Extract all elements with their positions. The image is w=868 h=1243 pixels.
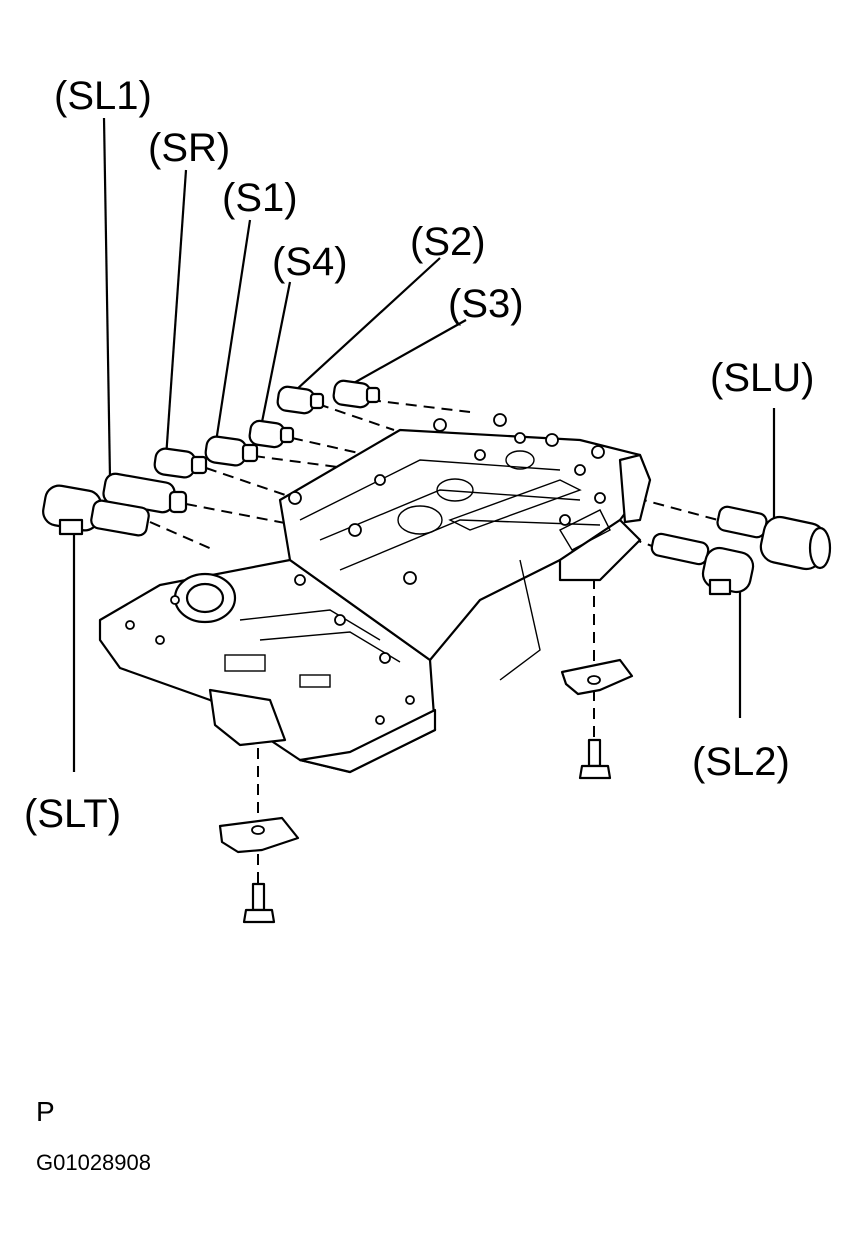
solenoid-s1 (204, 435, 259, 467)
solenoid-sr (153, 447, 208, 479)
label-sr: (SR) (148, 126, 231, 170)
solenoid-sl2 (650, 532, 755, 596)
leader-lines (72, 117, 776, 772)
label-slt: (SLT) (24, 792, 122, 836)
solenoid-slt (42, 484, 150, 537)
valve-body (98, 413, 652, 774)
label-sl1: (SL1) (54, 74, 152, 118)
bracket-right (560, 658, 634, 696)
label-s3: (S3) (448, 282, 524, 326)
bracket-left (218, 816, 300, 854)
label-sl2: (SL2) (692, 740, 790, 784)
bolt-right (578, 738, 612, 780)
solenoid-s2 (276, 385, 325, 415)
label-slu: (SLU) (710, 356, 815, 400)
label-s4: (S4) (272, 240, 348, 284)
solenoid-s4 (248, 419, 295, 449)
solenoid-sl1 (102, 472, 188, 514)
figure-id: G01028908 (36, 1150, 151, 1175)
label-s1: (S1) (222, 176, 298, 220)
label-s2: (S2) (410, 220, 486, 264)
solenoid-s3 (332, 379, 381, 409)
bolt-left (242, 882, 276, 924)
code-letter: P (36, 1096, 55, 1127)
solenoid-slu (716, 505, 832, 571)
